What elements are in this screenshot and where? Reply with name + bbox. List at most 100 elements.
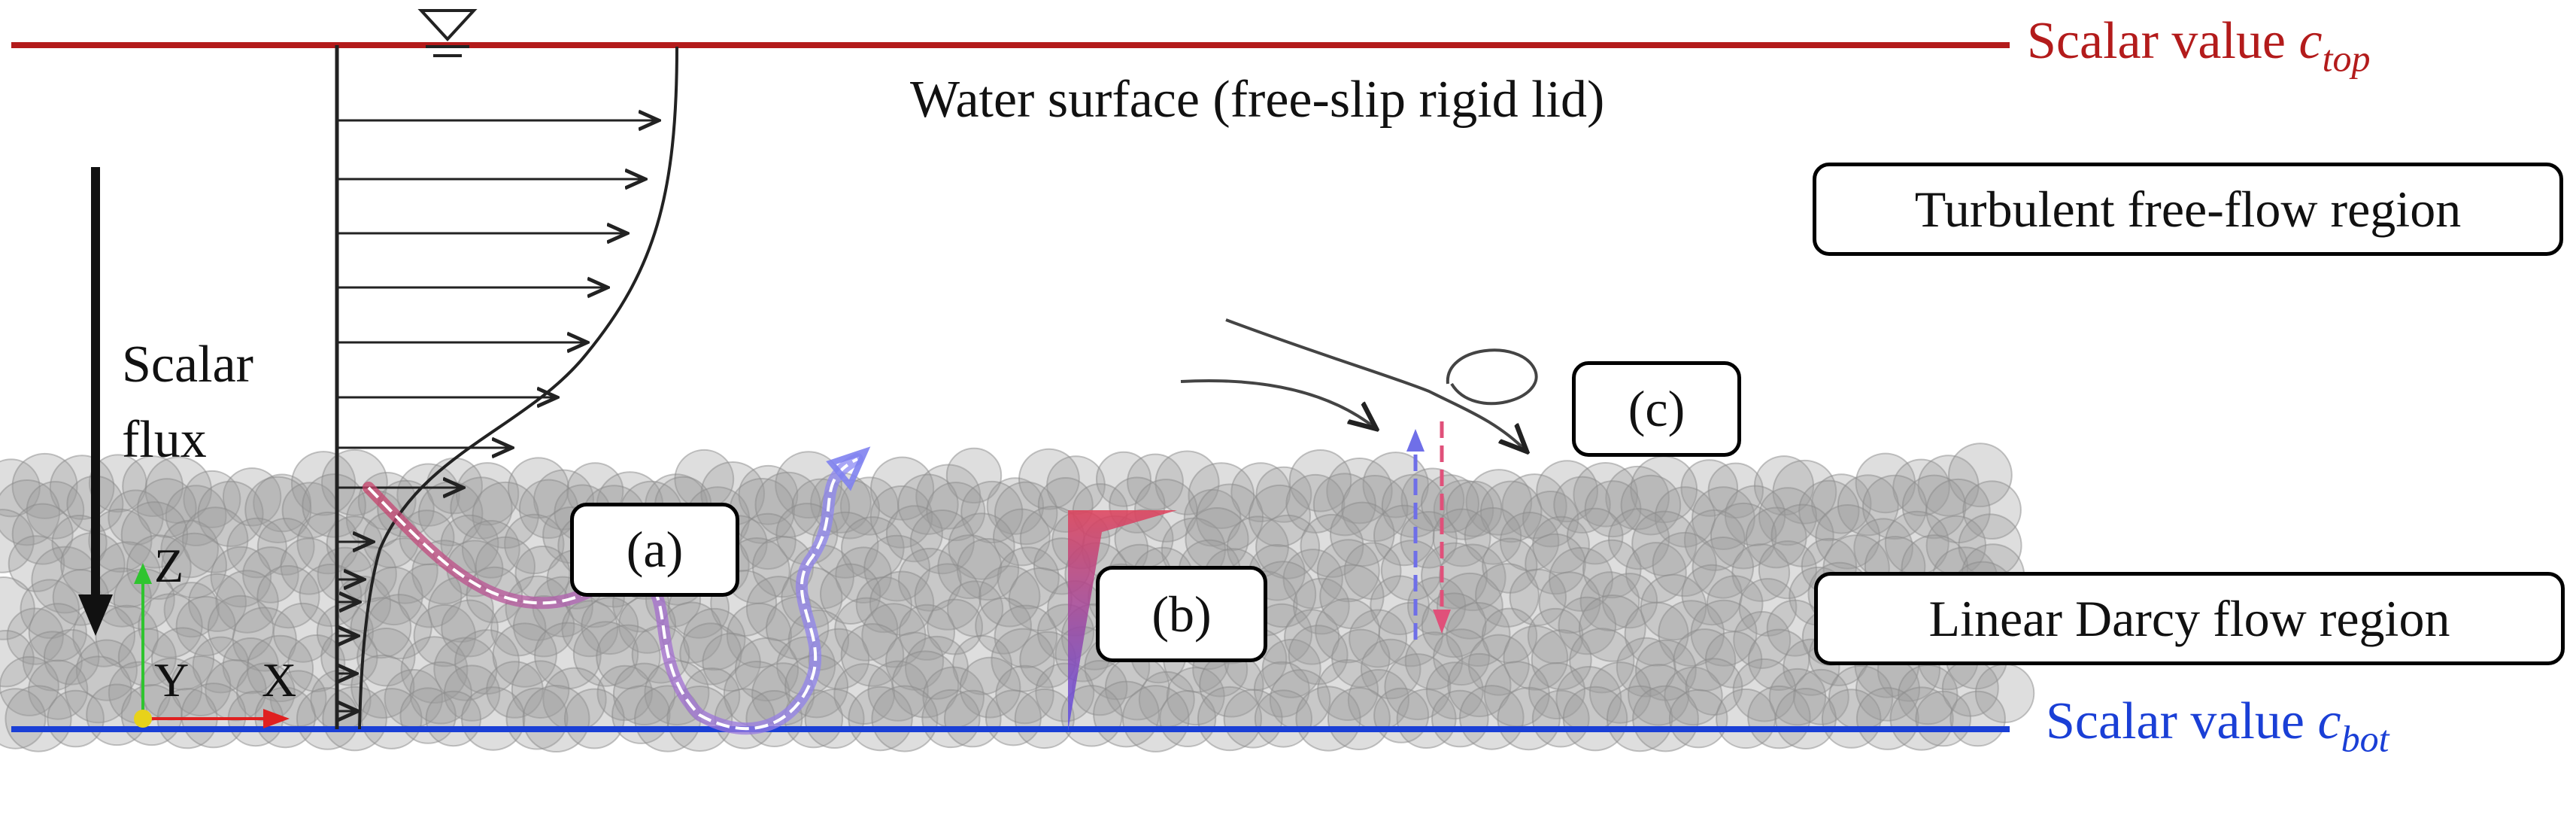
particle [1606, 685, 1673, 753]
darcy-region-label: Linear Darcy flow region [1814, 572, 2565, 665]
particle [1396, 689, 1457, 749]
particle [1378, 601, 1444, 667]
particle [1096, 451, 1151, 507]
particle [6, 607, 64, 665]
scalar-flux-label-line2: flux [122, 411, 207, 469]
particle [226, 517, 287, 579]
particle [1349, 609, 1408, 668]
particle [1901, 474, 1967, 540]
particle [993, 508, 1051, 567]
particle [957, 538, 1020, 601]
particle [1553, 476, 1611, 534]
velocity-profile-curve [358, 46, 678, 730]
particle [1925, 478, 1991, 544]
marker-b-label: (b) [1096, 566, 1267, 662]
particle [161, 532, 228, 599]
particle [1948, 442, 2013, 508]
particle [88, 508, 153, 573]
particle [242, 546, 299, 604]
particle [0, 509, 35, 573]
particle [357, 628, 416, 687]
particle [20, 579, 80, 640]
particle [1710, 502, 1777, 570]
wedge-b [1068, 510, 1177, 731]
axis-y-label: Y [154, 653, 190, 707]
particle [425, 690, 481, 747]
particle [563, 688, 625, 750]
marker-a-label: (a) [570, 503, 739, 597]
particle [1121, 685, 1190, 753]
particle [944, 689, 1002, 748]
particle [272, 602, 333, 663]
particle [1475, 563, 1540, 628]
particle [739, 512, 796, 570]
water-surface-label: Water surface (free-slip rigid lid) [910, 71, 1605, 129]
particle [461, 686, 526, 751]
particle [441, 599, 499, 658]
particle [11, 503, 74, 565]
particle [1855, 687, 1919, 750]
particle [246, 634, 314, 703]
particle [1683, 509, 1746, 571]
particle [867, 660, 929, 722]
scalar-top-label: Scalar value ctop [2027, 15, 2370, 78]
particle [1745, 506, 1807, 569]
axis-x-label: X [262, 653, 297, 707]
scalar-top-sub: top [2322, 37, 2371, 80]
path-a-trajectory [363, 446, 871, 735]
particle [215, 570, 279, 634]
particle [1381, 473, 1446, 538]
scalar-bot-var: c [2317, 692, 2341, 750]
particle [5, 685, 72, 753]
particle [1531, 629, 1592, 691]
scalar-flux-arrow [78, 167, 113, 636]
particle [1747, 685, 1811, 750]
particle [64, 655, 132, 724]
particle [679, 622, 742, 686]
particle [397, 563, 463, 628]
particle [440, 514, 499, 573]
particle [1578, 594, 1646, 662]
scalar-top-prefix: Scalar value [2027, 12, 2299, 70]
particle [0, 479, 61, 546]
particle [871, 685, 939, 753]
scalar-flux-label-line1: Scalar [122, 336, 253, 394]
scalar-bot-label: Scalar value cbot [2046, 695, 2389, 758]
particle [975, 597, 1032, 655]
porous-bed [0, 442, 2035, 753]
axis-z-label: Z [154, 539, 184, 592]
particle [256, 518, 315, 576]
particle [1014, 688, 1075, 750]
particle [1223, 689, 1283, 749]
particle [960, 480, 1024, 544]
particle [1536, 460, 1599, 523]
particle [1421, 474, 1479, 534]
particle [1889, 686, 1954, 751]
particle [1254, 689, 1313, 748]
particle [461, 520, 520, 579]
particle [534, 622, 602, 690]
particle [522, 685, 590, 753]
particle [210, 546, 272, 608]
particle [1018, 448, 1080, 510]
particle [450, 476, 513, 540]
eddy-trajectories [1180, 318, 1538, 452]
particle [945, 447, 1003, 504]
particle [1558, 596, 1617, 655]
particle [1579, 571, 1640, 632]
particle [1459, 685, 1525, 750]
particle [1467, 634, 1530, 696]
particle [0, 458, 41, 518]
particle [885, 505, 943, 563]
particle [205, 659, 267, 722]
particle [1479, 480, 1543, 543]
particle [1915, 690, 1971, 747]
particle [898, 604, 956, 661]
particle [1758, 487, 1817, 546]
particle [1620, 474, 1682, 536]
particle [848, 686, 913, 752]
particle [1582, 539, 1642, 599]
particle [1837, 474, 1899, 537]
particle [1652, 531, 1717, 598]
